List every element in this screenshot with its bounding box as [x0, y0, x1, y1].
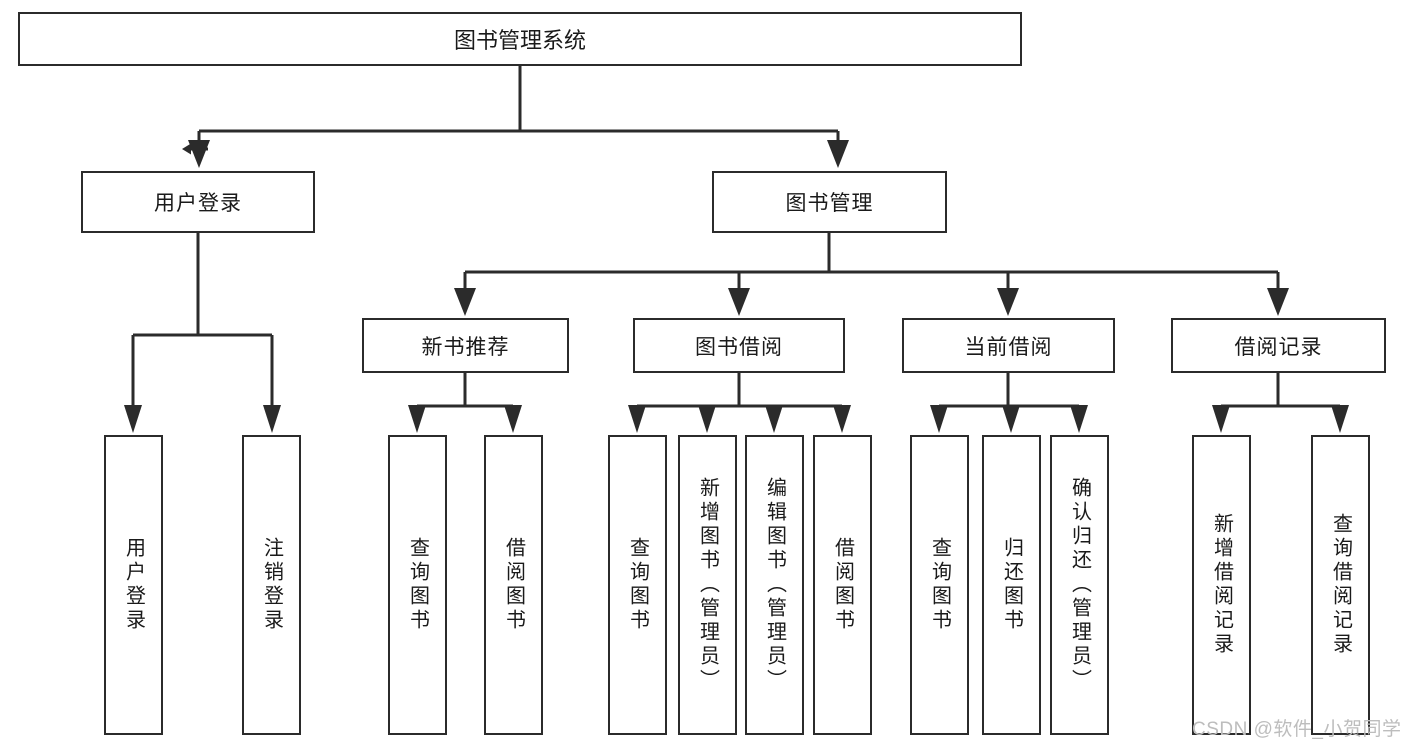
node-leaf-query-book-3-label: 查询图书 — [928, 537, 951, 633]
node-new-book-rec-label: 新书推荐 — [421, 335, 510, 359]
node-book-manage[interactable]: 图书管理 — [712, 171, 947, 233]
node-borrow-record[interactable]: 借阅记录 — [1171, 318, 1386, 373]
node-leaf-query-book-1-label: 查询图书 — [406, 537, 429, 633]
node-leaf-return-book[interactable]: 归还图书 — [982, 435, 1041, 735]
node-leaf-user-login[interactable]: 用户登录 — [104, 435, 163, 735]
node-leaf-logout-label: 注销登录 — [260, 537, 283, 633]
node-leaf-return-book-label: 归还图书 — [1000, 537, 1023, 633]
node-leaf-borrow-book-1[interactable]: 借阅图书 — [484, 435, 543, 735]
node-user-login-label: 用户登录 — [154, 192, 242, 215]
watermark-text: CSDN @软件_小贺同学 — [1192, 719, 1402, 740]
node-new-book-rec[interactable]: 新书推荐 — [362, 318, 569, 373]
node-leaf-borrow-book-2[interactable]: 借阅图书 — [813, 435, 872, 735]
node-leaf-edit-book[interactable]: 编辑图书（管理员） — [745, 435, 804, 735]
node-leaf-logout[interactable]: 注销登录 — [242, 435, 301, 735]
node-leaf-query-record-label: 查询借阅记录 — [1329, 513, 1352, 657]
node-leaf-query-record[interactable]: 查询借阅记录 — [1311, 435, 1370, 735]
node-leaf-query-book-2[interactable]: 查询图书 — [608, 435, 667, 735]
node-current-borrow-label: 当前借阅 — [964, 335, 1053, 359]
node-book-borrow-label: 图书借阅 — [695, 335, 783, 359]
node-root[interactable]: 图书管理系统 — [18, 12, 1022, 66]
node-leaf-edit-book-label: 编辑图书（管理员） — [763, 477, 786, 693]
node-leaf-add-record-label: 新增借阅记录 — [1210, 513, 1233, 657]
node-root-label: 图书管理系统 — [453, 28, 586, 53]
node-leaf-borrow-book-2-label: 借阅图书 — [831, 537, 854, 633]
node-leaf-confirm-return[interactable]: 确认归还（管理员） — [1050, 435, 1109, 735]
node-leaf-confirm-return-label: 确认归还（管理员） — [1068, 477, 1091, 693]
node-leaf-add-book[interactable]: 新增图书（管理员） — [678, 435, 737, 735]
node-leaf-query-book-2-label: 查询图书 — [626, 537, 649, 633]
node-leaf-query-book-3[interactable]: 查询图书 — [910, 435, 969, 735]
node-book-manage-label: 图书管理 — [785, 192, 874, 215]
node-borrow-record-label: 借阅记录 — [1234, 335, 1323, 359]
node-user-login[interactable]: 用户登录 — [81, 171, 315, 233]
node-leaf-user-login-label: 用户登录 — [122, 537, 145, 633]
node-leaf-add-record[interactable]: 新增借阅记录 — [1192, 435, 1251, 735]
node-leaf-add-book-label: 新增图书（管理员） — [696, 477, 719, 693]
node-book-borrow[interactable]: 图书借阅 — [633, 318, 845, 373]
node-leaf-borrow-book-1-label: 借阅图书 — [502, 537, 525, 633]
node-current-borrow[interactable]: 当前借阅 — [902, 318, 1115, 373]
node-leaf-query-book-1[interactable]: 查询图书 — [388, 435, 447, 735]
